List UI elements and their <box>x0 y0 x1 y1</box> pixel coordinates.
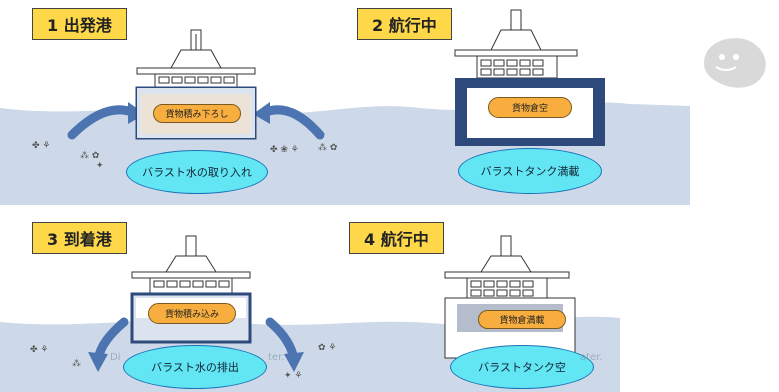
mascot-icon <box>704 38 766 88</box>
svg-text:✤ ⚘: ✤ ⚘ <box>32 141 50 151</box>
ship-3 <box>130 235 252 344</box>
organisms: ✤ ⚘ ⁂ ✿ ✦ ✤ ❀ ⚘ ⁂ ✿ ✤ ⚘ ⁂ ✿ ⚘ ✦ ⚘ <box>30 141 338 381</box>
step-label-2: 2 航行中 <box>357 8 452 40</box>
svg-text:✤ ⚘: ✤ ⚘ <box>30 345 48 355</box>
ballast-ellipse-3: バラスト水の排出 <box>123 345 267 389</box>
svg-text:✤ ❀ ⚘: ✤ ❀ ⚘ <box>270 145 299 155</box>
step-label-1: 1 出発港 <box>32 8 127 40</box>
ship-4 <box>444 235 576 359</box>
inflow-arrow-right <box>261 105 325 140</box>
inflow-arrowhead-right <box>253 102 270 124</box>
faint-text-p4: ater. <box>580 352 603 363</box>
svg-text:⁂: ⁂ <box>72 358 81 369</box>
ballast-ellipse-1: バラスト水の取り入れ <box>126 150 268 194</box>
cargo-pill-4: 貨物倉満載 <box>478 310 566 329</box>
svg-text:✦ ⚘: ✦ ⚘ <box>284 371 302 381</box>
cargo-pill-1: 貨物積み下ろし <box>153 104 241 123</box>
faint-text-p3b: ter. <box>268 352 285 363</box>
svg-text:⁂ ✿: ⁂ ✿ <box>318 142 338 153</box>
inflow-arrow-left <box>67 105 137 140</box>
svg-text:⁂ ✿: ⁂ ✿ <box>80 150 100 161</box>
step-label-3: 3 到着港 <box>32 222 127 254</box>
svg-text:✦: ✦ <box>96 161 104 171</box>
cargo-pill-2: 貨物倉空 <box>488 97 572 118</box>
step-label-4: 4 航行中 <box>349 222 444 254</box>
ship-2 <box>454 9 605 146</box>
outflow-arrowhead-right <box>284 352 304 372</box>
cargo-pill-3: 貨物積み込み <box>148 303 236 324</box>
outflow-arrowhead-left <box>88 352 108 372</box>
ballast-ellipse-4: バラストタンク空 <box>450 345 594 389</box>
svg-text:✿ ⚘: ✿ ⚘ <box>318 343 336 353</box>
faint-text-p3: Di <box>110 352 121 363</box>
ballast-ellipse-2: バラストタンク満載 <box>458 148 602 194</box>
